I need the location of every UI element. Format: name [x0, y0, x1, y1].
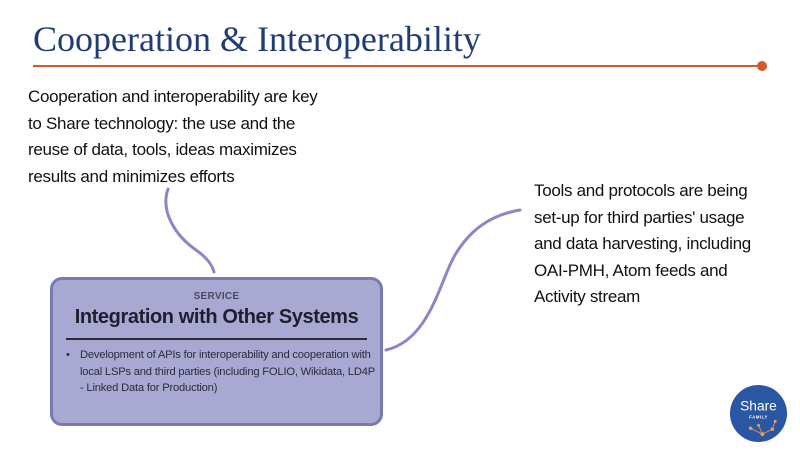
service-kicker: SERVICE	[193, 291, 240, 302]
logo-text: Share	[740, 399, 777, 414]
callout-text-left: Cooperation and interoperability are key…	[28, 87, 318, 186]
service-list: • Development of APIs for interoperabili…	[66, 347, 376, 397]
service-list-item-text: Development of APIs for interoperability…	[80, 349, 375, 394]
title-underline-dot	[757, 61, 767, 71]
slide-title: Cooperation & Interoperability	[33, 19, 481, 59]
callout-text-right: Tools and protocols are being set-up for…	[534, 181, 751, 306]
service-divider	[66, 338, 367, 340]
service-list-item: • Development of APIs for interoperabili…	[66, 347, 376, 397]
connector-line-right	[384, 208, 522, 352]
service-title: Integration with Other Systems	[74, 306, 359, 328]
service-card: SERVICE Integration with Other Systems •…	[50, 277, 383, 426]
logo-subtext: FAMILY	[749, 414, 768, 419]
share-family-logo: Share FAMILY	[729, 384, 788, 443]
connector-line-left	[164, 187, 216, 274]
title-underline	[33, 65, 760, 67]
bullet-icon: •	[66, 349, 70, 361]
network-icon	[748, 419, 777, 437]
